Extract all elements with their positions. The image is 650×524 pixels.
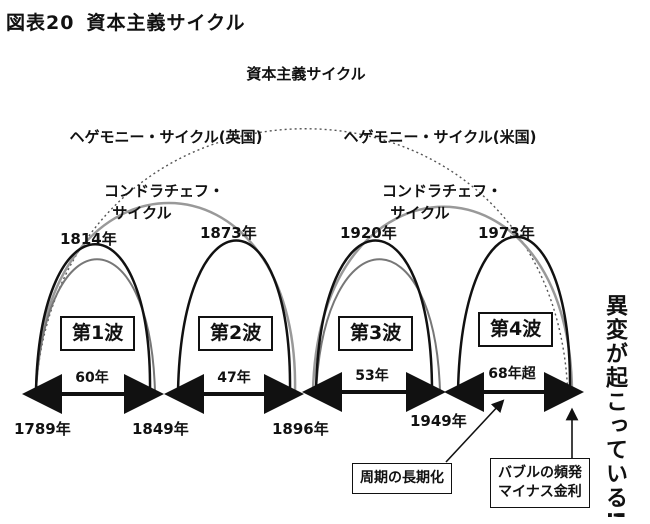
wave-4-duration: 68年超 bbox=[488, 366, 536, 382]
capitalism-cycle-arc bbox=[35, 128, 569, 401]
long-period-text: 周期の長期化 bbox=[360, 470, 444, 486]
boundary-year-1: 1789年 bbox=[14, 420, 71, 438]
kondratiev-label-2-line2: サイクル bbox=[390, 204, 450, 222]
bubble-text-line1: バブルの頻発 bbox=[498, 465, 582, 481]
boundary-year-3: 1896年 bbox=[272, 420, 329, 438]
kondratiev-label-1-line1: コンドラチェフ・ bbox=[103, 182, 225, 200]
figure-title-text: 資本主義サイクル bbox=[86, 12, 246, 34]
figure-title: 図表20 資本主義サイクル bbox=[6, 8, 246, 35]
boundary-year-2: 1849年 bbox=[132, 420, 189, 438]
hegemony-label-uk: ヘゲモニー・サイクル(英国) bbox=[69, 128, 263, 146]
boundary-year-4: 1949年 bbox=[410, 412, 467, 430]
kondratiev-label-2-line1: コンドラチェフ・ bbox=[381, 182, 503, 200]
wave-1-duration: 60年 bbox=[75, 370, 109, 386]
wave-2-duration: 47年 bbox=[217, 370, 251, 386]
kondratiev-label-1-line2: サイクル bbox=[112, 204, 172, 222]
wave-arc-1 bbox=[34, 243, 152, 393]
peak-year-3: 1920年 bbox=[340, 224, 397, 242]
wave-arc-4 bbox=[456, 235, 572, 393]
kondratiev-arc-1 bbox=[35, 258, 156, 393]
peak-year-2: 1873年 bbox=[200, 224, 257, 242]
wave-2-box: 第2波 bbox=[198, 316, 274, 351]
wave-1-box: 第1波 bbox=[60, 316, 136, 351]
hegemony-label-us: ヘゲモニー・サイクル(米国) bbox=[343, 128, 537, 146]
wave-arc-3 bbox=[314, 239, 434, 393]
wave-3-box: 第3波 bbox=[338, 316, 414, 351]
kondratiev-arc-2 bbox=[315, 258, 441, 393]
anomaly-vertical-text: 異変が起こっている! bbox=[602, 294, 627, 523]
figure-number: 図表20 bbox=[6, 12, 75, 34]
peak-year-4: 1973年 bbox=[478, 224, 535, 242]
hegemony-arc-uk bbox=[34, 201, 297, 393]
capitalism-cycle-label: 資本主義サイクル bbox=[246, 65, 366, 83]
long-period-callout: 周期の長期化 bbox=[352, 463, 452, 494]
bubble-text-line2: マイナス金利 bbox=[498, 483, 582, 500]
wave-arc-2 bbox=[176, 239, 292, 393]
wave-4-box: 第4波 bbox=[478, 312, 554, 347]
long-period-pointer bbox=[445, 399, 505, 463]
bubble-callout: バブルの頻発 マイナス金利 bbox=[490, 458, 590, 508]
wave-3-duration: 53年 bbox=[355, 368, 389, 384]
peak-year-1: 1814年 bbox=[60, 230, 117, 248]
